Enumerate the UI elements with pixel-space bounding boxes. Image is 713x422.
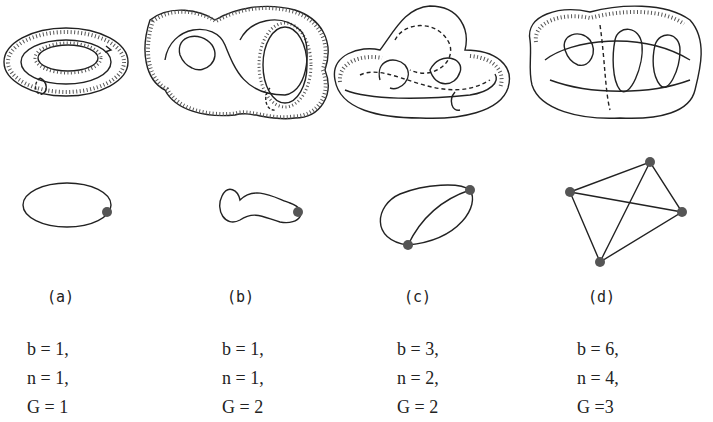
equation-label: G = 2	[222, 398, 263, 416]
equation-label: n = 1,	[222, 369, 264, 387]
equation-label: b = 1,	[222, 340, 264, 358]
figure-caption: (a)	[47, 290, 74, 305]
equation-label: b = 6,	[577, 340, 619, 358]
surface-c	[334, 6, 509, 118]
surface-d	[530, 6, 702, 118]
graph-vertices	[102, 157, 687, 267]
figure-caption: (c)	[404, 290, 431, 305]
equation-label: b = 1,	[27, 340, 69, 358]
equation-label: G = 1	[27, 398, 68, 416]
equation-label: n = 4,	[577, 369, 619, 387]
equation-label: G =3	[577, 398, 614, 416]
figure-caption: (b)	[227, 290, 254, 305]
graphs	[23, 162, 682, 262]
equation-label: n = 1,	[27, 369, 69, 387]
figure-caption: (d)	[588, 290, 615, 305]
equation-label: G = 2	[397, 398, 438, 416]
surface-b	[145, 6, 328, 118]
surface-a	[4, 28, 128, 96]
equation-label: b = 3,	[397, 340, 439, 358]
equation-label: n = 2,	[397, 369, 439, 387]
